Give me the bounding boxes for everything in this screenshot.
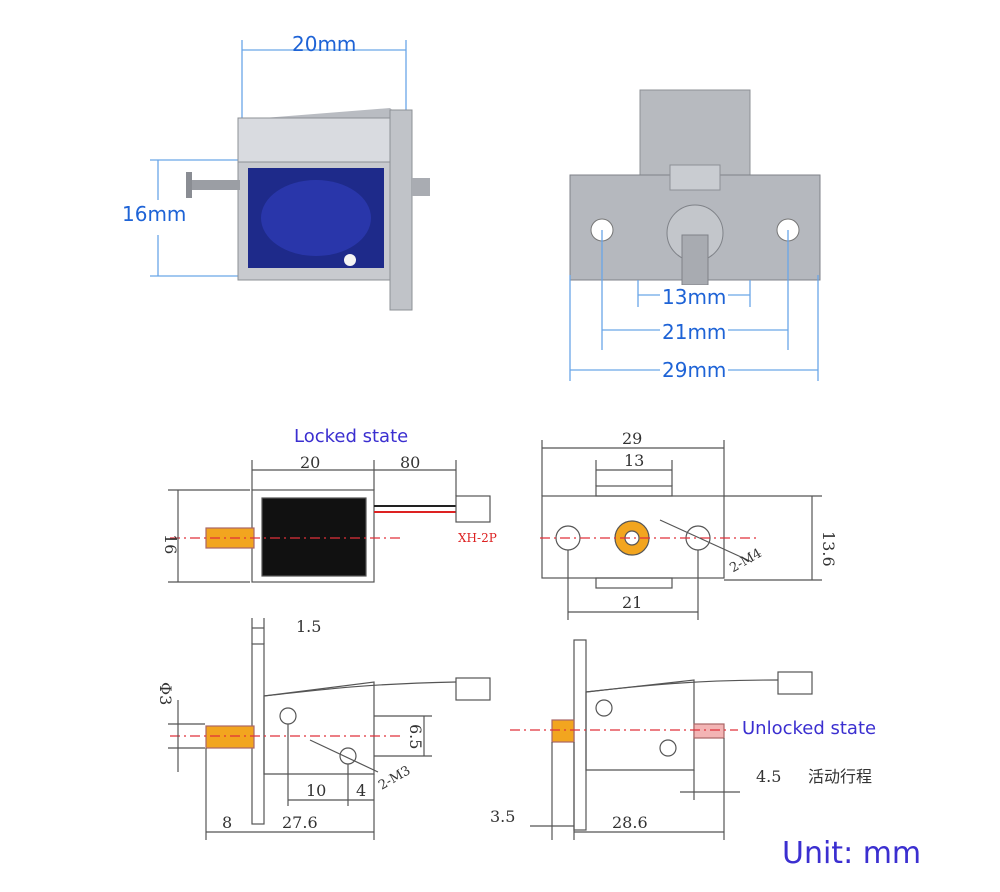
locked-state-label: Locked state [294,426,409,447]
dim-4-5: 4.5 [756,767,781,786]
photo-side-view: 20mm 16mm [120,30,440,320]
dim-16: 16 [161,534,180,554]
unit-label: Unit: mm [782,836,922,871]
dim-13-6: 13.6 [819,531,838,567]
dim-10: 10 [306,781,326,800]
solenoid-side-photo [150,40,430,311]
dim-13: 13 [624,451,644,470]
dim-20: 20 [300,453,320,472]
thread-m4-label: 2-M4 [727,546,764,576]
dim-29: 29 [622,429,642,448]
connector-label: XH-2P [458,531,497,545]
dim-8: 8 [222,813,232,832]
dim-1-5: 1.5 [296,617,321,636]
dim-label-hole-inner: 13mm [660,285,729,309]
dim-label-total-width: 29mm [660,358,729,382]
dim-label-width: 20mm [292,32,357,56]
dim-4: 4 [356,781,366,800]
dim-28-6: 28.6 [612,813,648,832]
dim-label-hole-pitch: 21mm [660,320,729,344]
dim-label-height: 16mm [122,202,187,226]
photo-front-view: 13mm 21mm 29mm [560,85,830,385]
dim-27-6: 27.6 [282,813,318,832]
dim-80: 80 [400,453,420,472]
unlocked-state-label: Unlocked state [742,718,877,739]
dim-phi-3: Φ3 [156,682,175,705]
stroke-label: 活动行程 [808,767,872,786]
dim-6-5: 6.5 [406,724,425,749]
dim-3-5: 3.5 [490,807,515,826]
solenoid-front-photo [569,89,821,381]
dim-21: 21 [622,593,642,612]
technical-drawing: 20 80 XH-2P 16 29 13 21 13.6 2-M4 1.5 Φ3… [156,429,872,840]
thread-m3-label: 2-M3 [376,763,413,793]
